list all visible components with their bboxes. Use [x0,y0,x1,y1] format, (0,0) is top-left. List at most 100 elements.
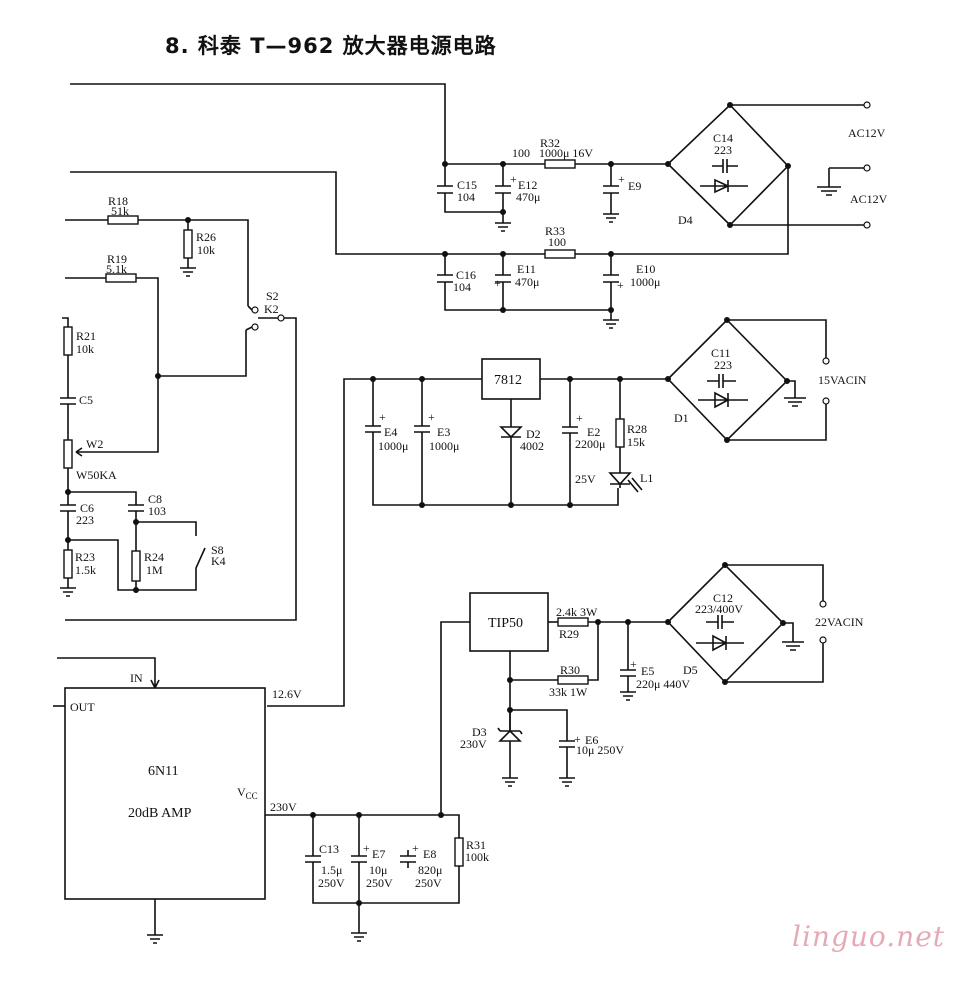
e10-ref: E10 [636,262,655,276]
c12-val: 223/400V [695,602,743,616]
r18-val: 51k [111,204,129,218]
amp-ref: 6N11 [148,764,179,779]
e7-plus: + [363,841,370,855]
e9-plus: + [618,172,625,186]
e4-plus: + [379,410,386,424]
s8-val: K4 [211,554,226,568]
vcc-main: V [237,785,246,799]
e4-val: 1000μ [378,439,408,453]
e7-volt: 250V [366,876,393,890]
resistor-r30 [557,675,589,685]
hv-supply-section [440,562,827,813]
r18-ref: R18 [108,194,128,208]
c6-val: 223 [76,513,94,527]
resistor-r23 [63,549,73,579]
r24-ref: R24 [144,550,164,564]
r28-ref: R28 [627,422,647,436]
s8-ref: S8 [211,543,224,557]
e8-volt: 250V [415,876,442,890]
r30-ref: R30 [560,663,580,677]
e5-ref: E5 [641,664,654,678]
resistor-r33 [544,249,576,259]
e12-plus: + [510,172,517,186]
resistor-r29 [557,617,589,627]
w2-val: W50KA [76,468,117,482]
ac12v-supply [70,83,871,329]
tip50-ref: TIP50 [488,616,523,631]
r26-ref: R26 [196,230,216,244]
e10-plus: + [617,278,624,292]
c6-ref: C6 [80,501,94,515]
r24-val: 1M [146,563,163,577]
e12-ref: E12 [518,178,537,192]
e3-val: 1000μ [429,439,459,453]
amp-val: 20dB AMP [128,806,192,821]
e2-val: 2200μ [575,437,605,451]
r21-val: 10k [76,342,94,356]
r19-ref: R19 [107,252,127,266]
r23-ref: R23 [75,550,95,564]
d4-ref: D4 [678,213,693,227]
e7-ref: E7 [372,847,385,861]
vcc-label: VCC [237,785,258,801]
regulator-7812-section [267,317,830,707]
r26-val: 10k [197,243,215,257]
r32-ref: R32 [540,136,560,150]
e8-ref: E8 [423,847,436,861]
e4-ref: E4 [384,425,397,439]
r19-val: 5.1k [106,262,127,276]
page-title: 8. 科泰 T—962 放大器电源电路 [165,34,497,58]
c12-ref: C12 [713,591,733,605]
r33-ref: R33 [545,224,565,238]
e6-plus: + [574,732,581,746]
ac12v-top-label: AC12V [848,126,886,140]
r29-ref: R29 [559,627,579,641]
v12-6-label: 12.6V [272,687,302,701]
e3-plus: + [428,410,435,424]
l1-ref: L1 [640,471,653,485]
switch-s2-contact-b [251,323,259,331]
e11-ref: E11 [517,262,536,276]
potentiometer-w2 [63,439,73,469]
e11-val: 470μ [515,275,539,289]
e3-ref: E3 [437,425,450,439]
d5-ref: D5 [683,663,698,677]
c14-ref: C14 [713,131,733,145]
ac12v-bottom-label: AC12V [850,192,888,206]
resistor-r28 [615,418,625,448]
r31-val: 100k [465,850,489,864]
e5-val: 220μ 440V [636,677,690,691]
amp-6n11-section [53,657,464,944]
e7-val: 10μ [369,863,387,877]
s2-ref: S2 [266,289,279,303]
r21-ref: R21 [76,329,96,343]
r33-val: 100 [548,235,566,249]
r32-extra: 1000μ 16V [539,146,593,160]
vac22-label: 22VACIN [815,615,864,629]
e10-val: 1000μ [630,275,660,289]
v230-label: 230V [270,800,297,814]
resistor-r26 [183,229,193,259]
v25-label: 25V [575,472,596,486]
c13-ref: C13 [319,842,339,856]
amp-in-label: IN [130,671,143,685]
r31-ref: R31 [466,838,486,852]
watermark: linguo.net [792,920,946,953]
resistor-r32 [544,159,576,169]
e12-val: 470μ [516,190,540,204]
e5-plus: + [630,657,637,671]
e6-val: 10μ 250V [576,743,624,757]
d1-ref: D1 [674,411,689,425]
s2-val: K2 [264,302,279,316]
resistor-r31 [454,837,464,867]
r30-val: 33k 1W [549,685,588,699]
e11-plus: + [494,276,501,290]
e2-plus: + [576,411,583,425]
amp-out-label: OUT [70,700,95,714]
r23-val: 1.5k [75,563,96,577]
d2-val: 4002 [520,439,544,453]
r29-val: 2.4k 3W [556,605,598,619]
e8-plus: + [412,841,419,855]
d2-ref: D2 [526,427,541,441]
